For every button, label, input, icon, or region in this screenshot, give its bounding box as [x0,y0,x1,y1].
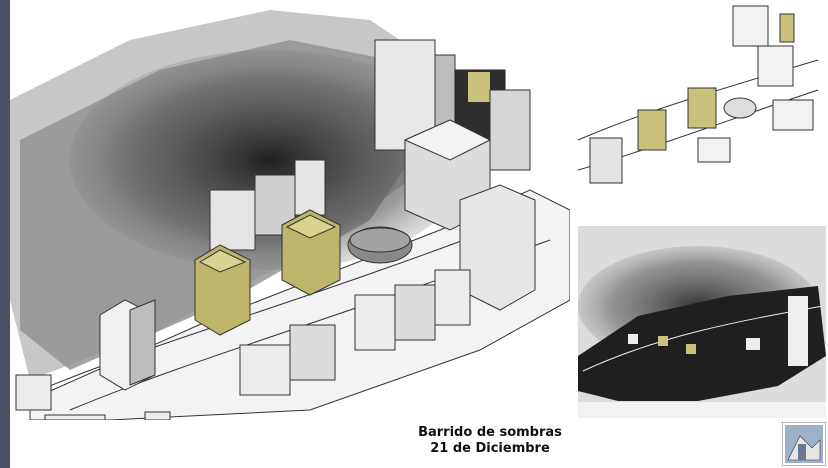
small-block-1 [15,374,52,411]
thumb-building [697,137,731,163]
thumb-building [732,5,769,47]
thumb-building [589,137,623,184]
low-block-4 [394,284,436,341]
thumb-building [788,296,808,366]
small-block-3 [144,411,171,420]
low-block-1 [239,344,291,396]
thumbnail-axonometric [568,0,826,196]
thumbnail-shadow-plan [578,226,826,418]
caption-date: 21 de Diciembre [430,441,550,456]
dome-top [349,227,411,253]
building-logo-icon [782,422,826,466]
thumb-building [757,45,794,87]
caption: Barrido de sombras 21 de Diciembre [390,425,590,457]
thumb-highlight-tower [658,336,668,346]
shadow-core [70,50,470,270]
highlight-tower-1-roof [198,249,247,273]
cube-roof [403,119,492,161]
thumb-highlight-tower [687,87,717,129]
right-tower [459,184,536,311]
thumb-highlight-tower [686,344,696,354]
main-shadow-render [10,10,570,420]
low-block-5 [434,269,471,326]
mid-building-3 [294,159,326,216]
small-block-2 [44,414,106,420]
thumb-building [772,99,814,131]
thumb-dome [723,97,757,119]
highlight-tower-2-roof [285,214,337,239]
front-tower-side [129,299,156,386]
thumb-building [628,334,638,344]
thumb-shadow-zone [578,286,826,401]
thumb-building [746,338,760,350]
low-block-2 [289,324,336,381]
highlight-tower-1 [194,244,251,336]
highlight-tower-back [468,72,490,102]
caption-title: Barrido de sombras [418,425,562,440]
thumb-highlight-tower [637,109,667,151]
tower-back-3 [489,89,531,171]
low-block-3 [354,294,396,351]
thumb-highlight-tower [779,13,795,43]
left-frame-bar [0,0,10,468]
mid-building-1 [209,189,256,251]
